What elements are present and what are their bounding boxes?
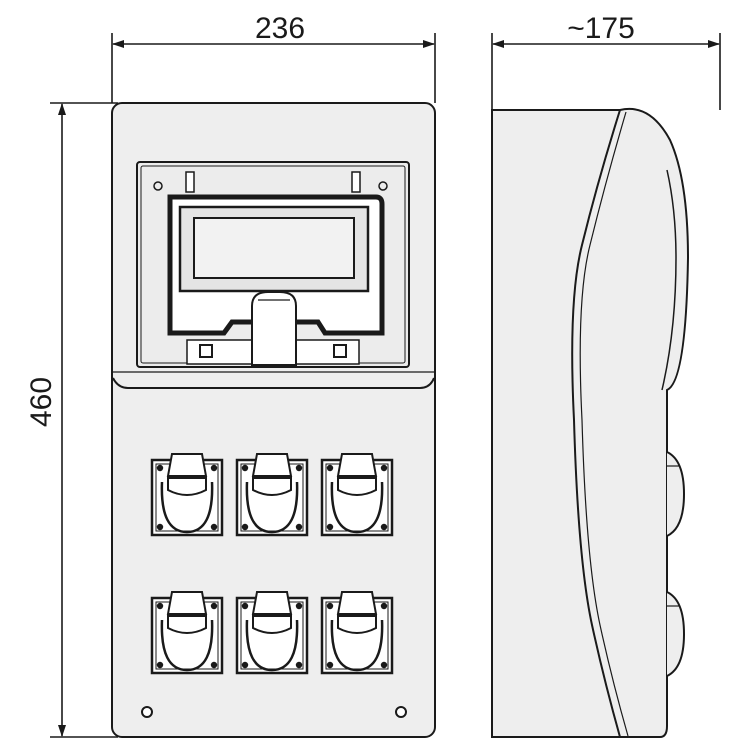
power-socket (150, 453, 224, 537)
width-dimension: 236 (111, 12, 436, 103)
width-label: 236 (255, 12, 305, 45)
front-view (111, 102, 436, 738)
depth-label: ~175 (567, 12, 635, 45)
cable-gland-upper (666, 451, 686, 537)
power-socket (235, 453, 309, 537)
side-view (491, 107, 690, 738)
depth-dimension: ~175 (491, 12, 721, 110)
cable-gland-lower (666, 591, 686, 677)
power-socket (235, 591, 309, 675)
height-label: 460 (25, 377, 58, 427)
power-socket (320, 591, 394, 675)
mounting-hole-right (395, 706, 407, 718)
power-socket (320, 453, 394, 537)
side-body (491, 107, 690, 738)
mounting-hole-left (141, 706, 153, 718)
latch (251, 291, 297, 366)
height-dimension: 460 (25, 102, 118, 738)
socket-grid (150, 453, 394, 675)
power-socket (150, 591, 224, 675)
